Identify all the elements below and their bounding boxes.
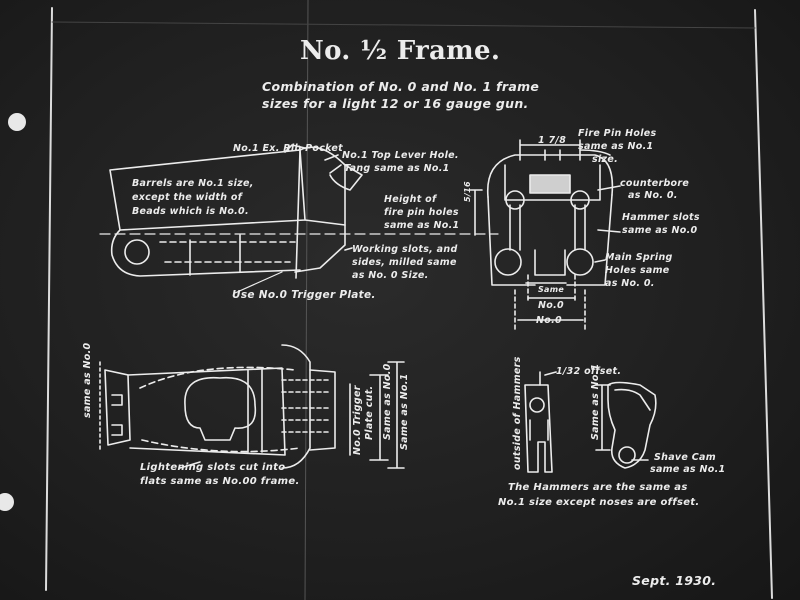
dim-same: Same	[538, 285, 565, 294]
label-shave-cam-2: same as No.1	[650, 464, 726, 475]
label-working-slots-1: Working slots, and	[352, 244, 458, 255]
subtitle-line-2: sizes for a light 12 or 16 gauge gun.	[262, 96, 529, 111]
label-working-slots-3: as No. 0 Size.	[352, 270, 429, 281]
label-lightening-1: Lightening slots cut into	[140, 462, 286, 473]
fold-line	[305, 0, 308, 600]
dim-top-width: 1 7/8	[538, 135, 567, 146]
label-fire-pin-holes-3: size.	[592, 154, 618, 165]
label-trigger-plate: Use No.0 Trigger Plate.	[232, 289, 376, 301]
label-hammer-slots-1: Hammer slots	[622, 212, 700, 223]
side-view-drawing	[100, 145, 498, 293]
label-hammer-same-no1: Same as No.1	[590, 363, 601, 440]
binder-hole-top	[8, 113, 26, 131]
page-title: No. ½ Frame.	[300, 36, 501, 66]
label-same-no0-dim: Same as No.0	[382, 363, 393, 440]
label-shave-cam-1: Shave Cam	[654, 452, 716, 463]
label-rib-pocket: No.1 Ex. Rib Pocket	[233, 143, 344, 154]
border-right	[755, 10, 772, 598]
dim-no0-outer: No.0	[536, 315, 562, 326]
subtitle-line-1: Combination of No. 0 and No. 1 frame	[262, 79, 540, 94]
label-top-lever-hole: No.1 Top Lever Hole.	[342, 150, 459, 161]
dim-no0-inner: No.0	[538, 300, 564, 311]
label-same-no1-dim: Same as No.1	[399, 373, 410, 450]
label-lightening-2: flats same as No.00 frame.	[140, 476, 300, 487]
label-trigger-plate-cut-1: No.0 Trigger	[352, 385, 363, 455]
label-main-spring-1: Main Spring	[605, 252, 673, 263]
label-same-as-no0-left: same as No.0	[82, 342, 93, 418]
label-trigger-plate-cut-2: Plate cut.	[364, 385, 375, 440]
label-counterbore-2: as No. 0.	[628, 190, 678, 201]
label-fire-pin-height-2: fire pin holes	[384, 207, 459, 218]
label-main-spring-3: as No. 0.	[605, 278, 655, 289]
end-view-drawing	[470, 140, 620, 330]
label-working-slots-2: sides, milled same	[352, 257, 457, 268]
label-fire-pin-height-3: same as No.1	[384, 220, 460, 231]
drawing-date: Sept. 1930.	[632, 573, 717, 588]
label-barrels-2: except the width of	[132, 192, 243, 203]
label-offset: 1/32 offset.	[556, 366, 622, 377]
label-hammers-note-2: No.1 size except noses are offset.	[498, 497, 700, 508]
label-main-spring-2: Holes same	[605, 265, 670, 276]
border-left	[46, 8, 52, 590]
binder-hole-bottom	[0, 493, 14, 511]
label-fire-pin-holes-2: same as No.1	[578, 141, 654, 152]
label-barrels-3: Beads which is No.0.	[132, 206, 249, 217]
label-hammers-note-1: The Hammers are the same as	[508, 482, 688, 493]
label-counterbore-1: counterbore	[620, 178, 690, 189]
hammer-view-drawing	[525, 372, 656, 472]
label-barrels-1: Barrels are No.1 size,	[132, 178, 254, 189]
label-fire-pin-holes-1: Fire Pin Holes	[578, 128, 657, 139]
bottom-view-drawing	[100, 345, 404, 468]
label-hammer-slots-2: same as No.0	[622, 225, 698, 236]
label-outside-of-hammers: outside of Hammers	[512, 356, 523, 470]
label-tang: Tang same as No.1	[344, 163, 450, 174]
dim-height: 5/16	[463, 181, 472, 202]
label-fire-pin-height-1: Height of	[384, 194, 437, 205]
